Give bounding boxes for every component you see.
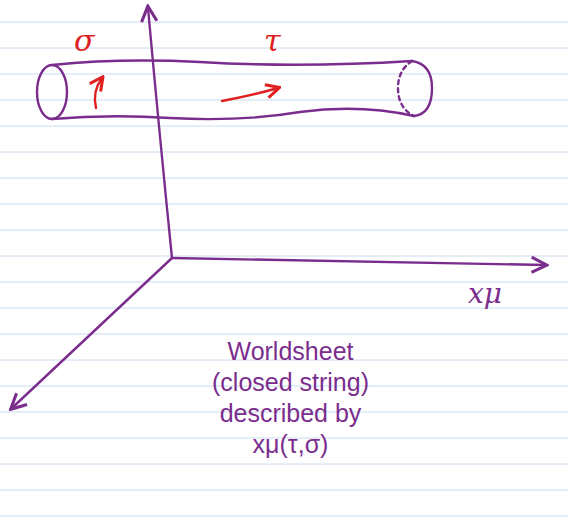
ruled-lines [0, 22, 568, 516]
tube [37, 61, 432, 120]
caption-note: Worldsheet (closed string) described by … [188, 336, 393, 460]
angle-label: σ [74, 22, 94, 60]
direction-arrows [95, 78, 278, 108]
time-label: τ [264, 22, 281, 60]
axis-label: xμ [468, 276, 502, 311]
